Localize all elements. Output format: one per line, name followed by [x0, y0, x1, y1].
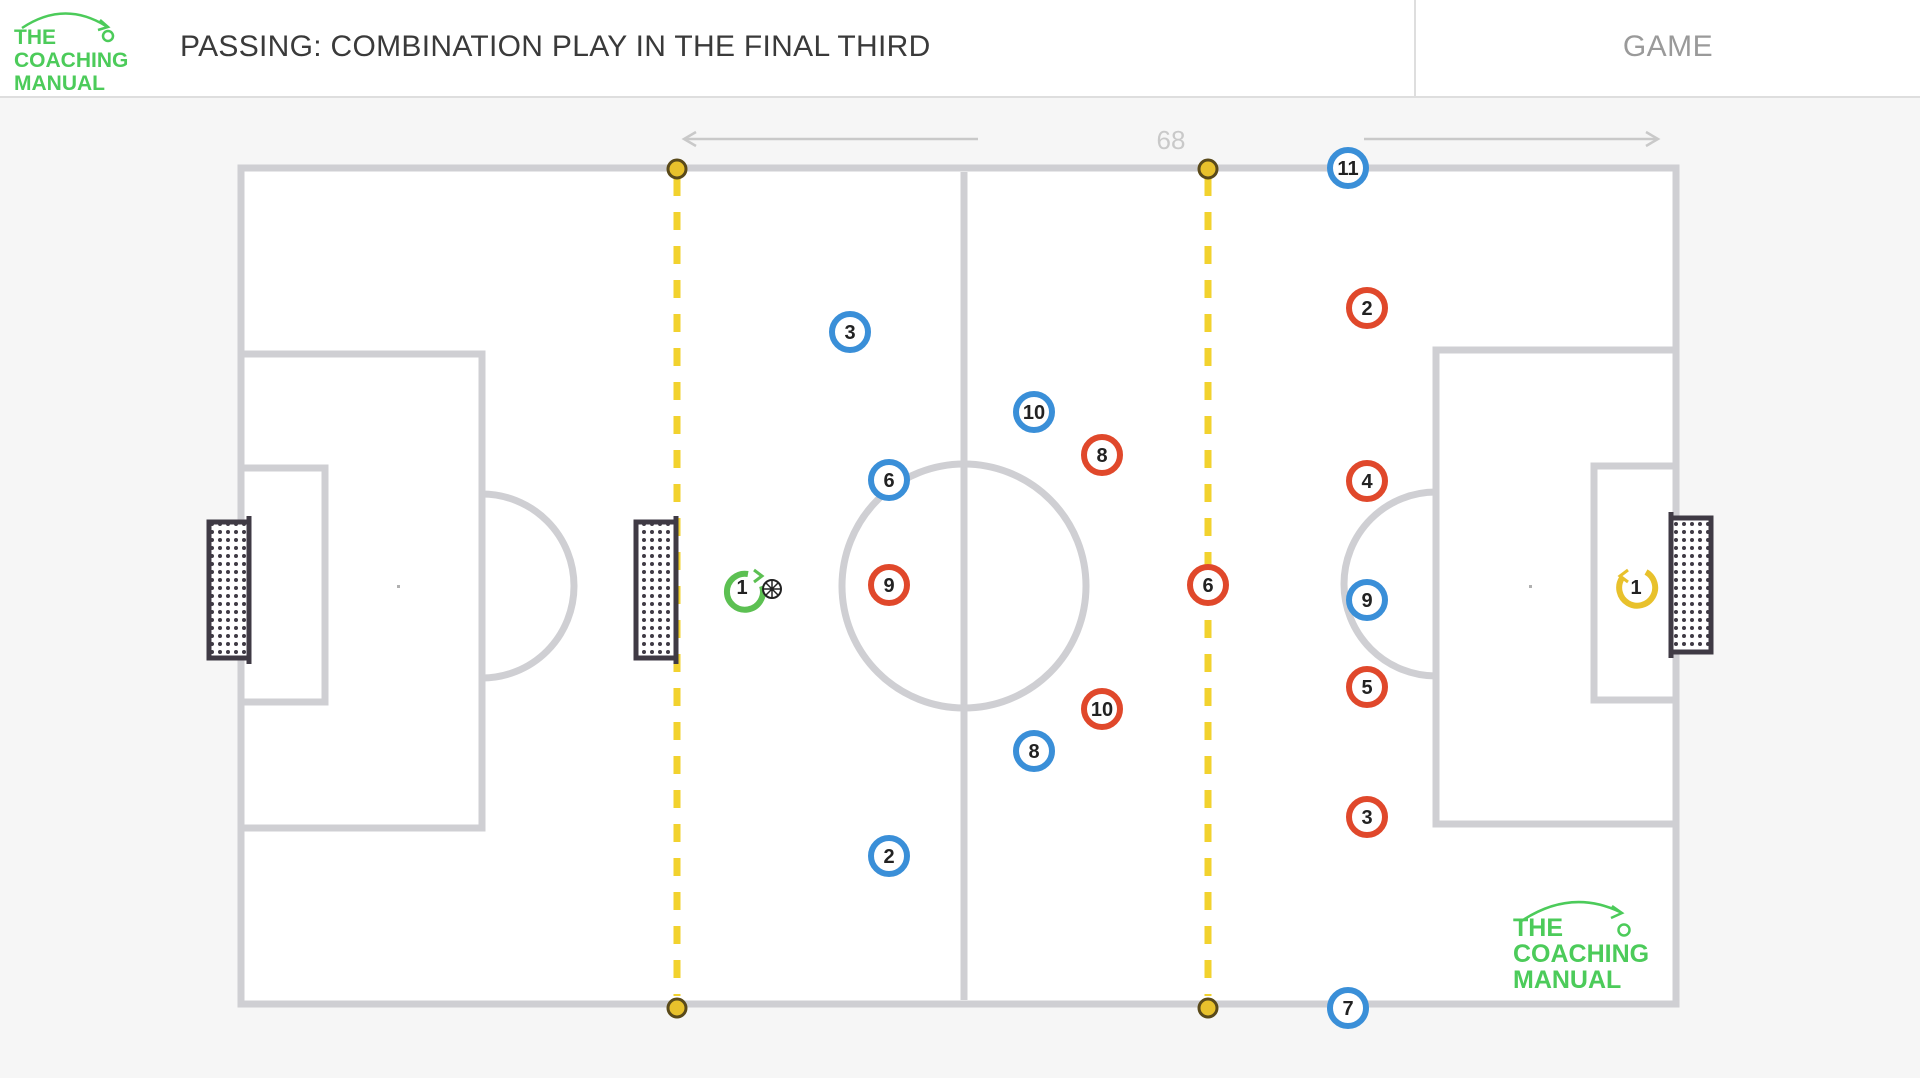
goals	[206, 512, 1714, 664]
goalkeeper-gold-arrow-icon	[1617, 568, 1629, 584]
player-number: 2	[883, 846, 894, 868]
right-penalty-arc	[1340, 488, 1437, 680]
players-layer: 11 3 10 6 9 8 2 7 2 8 4 9 6 5 10 3	[829, 147, 1388, 1029]
player-blue-8: 8	[1013, 730, 1055, 772]
player-number: 10	[1023, 402, 1045, 424]
player-number: 11	[1337, 158, 1358, 180]
cone-marker	[1197, 158, 1219, 180]
player-marker	[1346, 666, 1388, 708]
cone-marker	[666, 997, 688, 1019]
player-number: 5	[1361, 677, 1372, 699]
player-red-2: 2	[1346, 287, 1388, 329]
coaching-manual-logo: THE COACHING MANUAL	[14, 12, 154, 95]
player-number: 3	[844, 322, 855, 344]
logo-line-2: COACHING	[14, 49, 129, 72]
header-divider	[1414, 0, 1416, 96]
center-goal	[633, 516, 679, 664]
center-circle	[838, 460, 1090, 712]
player-number: 6	[1202, 575, 1213, 597]
player-number: 9	[883, 575, 894, 597]
page-title: PASSING: COMBINATION PLAY IN THE FINAL T…	[180, 30, 931, 63]
player-marker	[1081, 434, 1123, 476]
player-red-9: 9	[868, 564, 910, 606]
player-red-4: 4	[1346, 460, 1388, 502]
watermark-logo: THE COACHING MANUAL	[1513, 900, 1649, 994]
cone-marker	[666, 158, 688, 180]
pitch-surface	[241, 168, 1676, 1004]
header: THE COACHING MANUAL PASSING: COMBINATION…	[0, 0, 1920, 98]
player-red-3: 3	[1346, 796, 1388, 838]
player-marker	[1346, 460, 1388, 502]
player-marker	[1013, 391, 1055, 433]
player-blue-6: 6	[868, 459, 910, 501]
arrow-right-head	[1645, 130, 1661, 148]
goalkeeper-gold-number: 1	[1630, 577, 1641, 599]
watermark-line-3: MANUAL	[1513, 966, 1621, 994]
player-red-5: 5	[1346, 666, 1388, 708]
player-marker	[1327, 987, 1369, 1029]
logo-arrow-icon	[21, 12, 115, 43]
player-marker	[1346, 287, 1388, 329]
player-red-6: 6	[1187, 564, 1229, 606]
watermark-line-1: THE	[1513, 914, 1563, 942]
player-marker	[1013, 730, 1055, 772]
player-number: 2	[1361, 298, 1372, 320]
player-marker	[868, 564, 910, 606]
goalkeeper-green-ring	[723, 570, 766, 613]
logo-line-1: THE	[14, 26, 56, 49]
player-number: 10	[1091, 699, 1113, 721]
cones	[666, 158, 1219, 1019]
player-red-10: 10	[1081, 688, 1123, 730]
player-number: 3	[1361, 807, 1372, 829]
player-marker	[868, 459, 910, 501]
logo-line-3: MANUAL	[14, 72, 105, 95]
right-penalty-spot	[1529, 585, 1532, 588]
goalkeeper-gold-ring	[1616, 569, 1659, 609]
player-marker	[1187, 564, 1229, 606]
player-blue-10: 10	[1013, 391, 1055, 433]
goalkeeper-gold: 1	[1616, 568, 1659, 609]
player-number: 6	[883, 470, 894, 492]
goalkeeper-green-number: 1	[736, 577, 747, 599]
player-blue-3: 3	[829, 311, 871, 353]
ball-icon	[762, 579, 782, 599]
player-marker	[1346, 796, 1388, 838]
player-blue-2: 2	[868, 835, 910, 877]
left-penalty-spot	[397, 585, 400, 588]
player-blue-9: 9	[1346, 579, 1388, 621]
right-goal	[1668, 512, 1714, 658]
player-number: 8	[1028, 741, 1039, 763]
player-blue-11: 11	[1327, 147, 1369, 189]
session-type-label: GAME	[1622, 30, 1714, 63]
left-penalty-arc	[481, 490, 578, 682]
left-goal	[206, 516, 252, 664]
goalkeeper-green-arrow-icon	[753, 568, 765, 584]
player-marker	[868, 835, 910, 877]
player-number: 9	[1361, 590, 1372, 612]
player-blue-7: 7	[1327, 987, 1369, 1029]
player-number: 8	[1096, 445, 1107, 467]
pitch-width-label: 68	[1157, 125, 1186, 155]
player-number: 7	[1342, 998, 1353, 1020]
measurement-arrows	[681, 130, 1661, 148]
arrow-left-head	[681, 130, 697, 148]
player-marker	[1081, 688, 1123, 730]
cone-marker	[1197, 997, 1219, 1019]
player-red-8: 8	[1081, 434, 1123, 476]
player-marker	[829, 311, 871, 353]
player-marker	[1327, 147, 1369, 189]
player-marker	[1346, 579, 1388, 621]
goalkeeper-green: 1	[723, 568, 782, 613]
watermark-arrow-icon	[1519, 900, 1621, 924]
watermark-line-2: COACHING	[1513, 940, 1649, 968]
player-number: 4	[1361, 471, 1373, 493]
